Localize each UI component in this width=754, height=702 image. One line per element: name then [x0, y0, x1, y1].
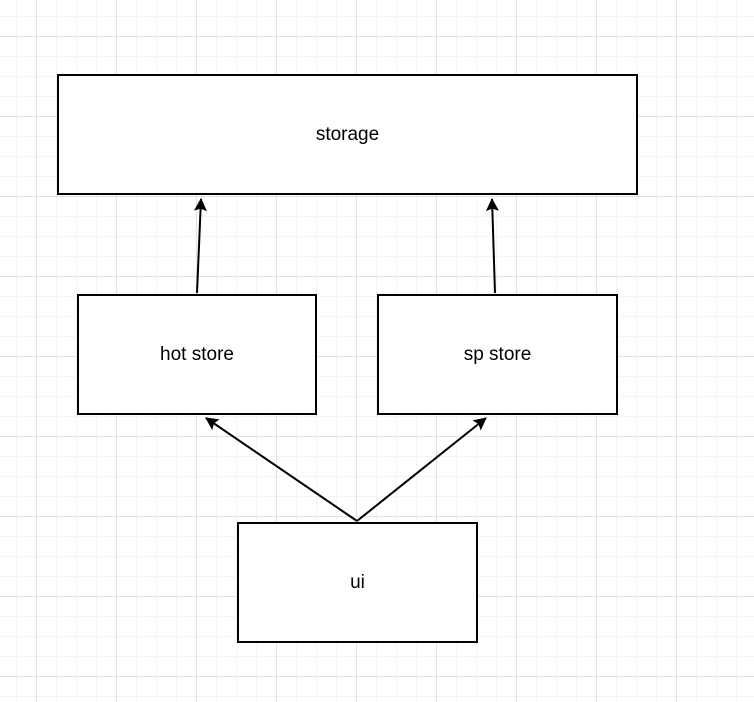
node-storage-label: storage: [315, 123, 380, 145]
edge-ui-to-hot-store[interactable]: [205, 417, 358, 522]
node-ui[interactable]: ui: [237, 522, 478, 643]
edge-sp-store-to-storage[interactable]: [485, 197, 499, 294]
node-hot-store[interactable]: hot store: [77, 294, 317, 415]
node-sp-store[interactable]: sp store: [377, 294, 618, 415]
node-hot-store-label: hot store: [160, 343, 234, 365]
edge-ui-to-sp-store[interactable]: [356, 417, 487, 522]
edge-hot-store-to-storage[interactable]: [193, 197, 207, 294]
node-sp-store-label: sp store: [463, 343, 532, 365]
node-storage[interactable]: storage: [57, 74, 638, 195]
node-ui-label: ui: [350, 571, 365, 593]
